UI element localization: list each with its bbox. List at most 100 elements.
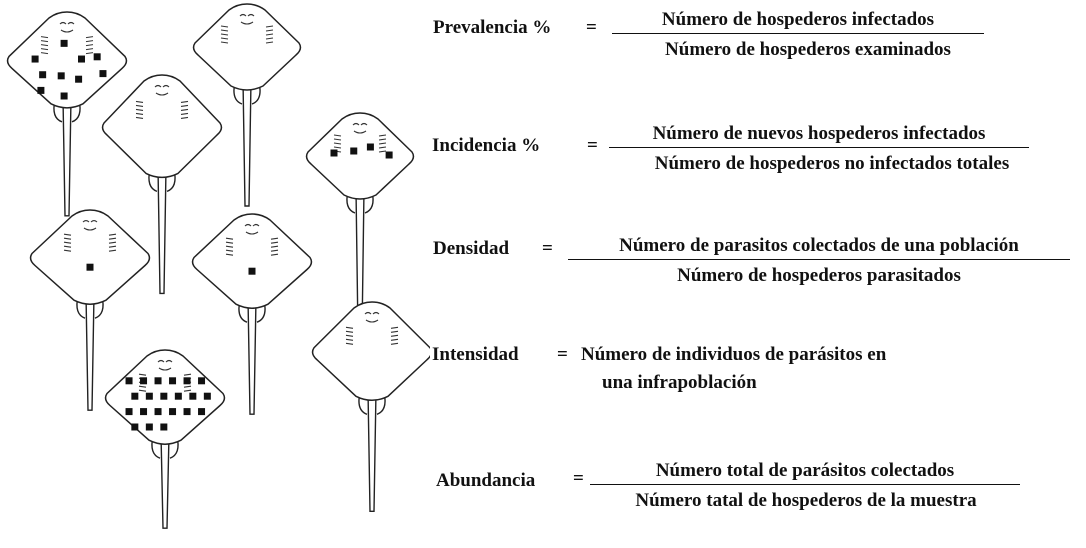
ray-gill-slit <box>390 342 399 345</box>
ray-gill-slit <box>85 44 94 47</box>
ray-tail <box>62 97 72 217</box>
ray-gill-slit <box>135 100 144 103</box>
ray-gill-slit <box>378 150 387 153</box>
ray-disc <box>6 11 128 109</box>
parasite-mark <box>37 86 45 94</box>
ray-gill-slit <box>378 146 387 149</box>
parasite-mark <box>125 377 133 385</box>
ray-disc <box>192 3 302 91</box>
parasite-mark <box>154 377 162 385</box>
ray-gill-slit <box>40 48 49 51</box>
ray-gill-slit <box>345 338 354 341</box>
ray-gill-slit <box>345 342 354 345</box>
ray-gill-slit <box>225 237 234 240</box>
ray-gill-slit <box>138 385 147 388</box>
parasite-mark <box>140 408 148 416</box>
prevalence-label: Prevalencia % <box>433 17 552 38</box>
parasite-mark <box>31 55 39 63</box>
ray-gill-slit <box>63 241 72 244</box>
prevalence-numerator: Número de hospederos infectados <box>612 9 984 34</box>
ray-gill-slit <box>63 249 72 252</box>
ray-gill-slit <box>333 142 342 145</box>
parasite-mark <box>160 392 168 400</box>
ray-gill-slit <box>180 116 189 119</box>
ray-gill-slit <box>333 138 342 141</box>
ray-gill-slit <box>135 112 144 115</box>
ray-gill-slit <box>225 245 234 248</box>
ray-gill-slit <box>265 25 274 28</box>
density-label: Densidad <box>433 238 510 259</box>
ray-gill-slit <box>390 338 399 341</box>
ray-5 <box>29 209 151 411</box>
ray-gill-slit <box>40 40 49 43</box>
ray-gill-slit <box>220 37 229 40</box>
ray-eyes <box>364 311 380 323</box>
ray-gill-slit <box>265 29 274 32</box>
ray-gill-slit <box>40 36 49 39</box>
ray-gill-slit <box>108 245 117 248</box>
ray-gill-slit <box>220 41 229 44</box>
parasite-mark <box>145 423 153 431</box>
parasite-mark <box>60 39 68 47</box>
ray-disc <box>101 74 223 179</box>
ray-tail <box>85 293 95 411</box>
ray-eyes <box>352 122 368 134</box>
ray-gill-slit <box>220 25 229 28</box>
intensity-text-line1: Número de individuos de parásitos en <box>581 344 887 365</box>
intensity-label: Intensidad <box>432 344 519 365</box>
ray-gill-slit <box>345 334 354 337</box>
ray-gill-slit <box>180 108 189 111</box>
parasite-mark <box>140 377 148 385</box>
incidence-equals: = <box>587 135 598 156</box>
ray-gill-slit <box>390 330 399 333</box>
abundance-numerator: Número total de parásitos colectados <box>590 460 1020 485</box>
ray-gill-slit <box>265 41 274 44</box>
ray-gill-slit <box>390 334 399 337</box>
ray-gill-slit <box>108 249 117 252</box>
ray-tail <box>160 433 170 529</box>
abundance-label: Abundancia <box>436 470 536 491</box>
abundance-equals: = <box>573 468 584 489</box>
ray-gill-slit <box>85 36 94 39</box>
ray-4 <box>305 112 415 336</box>
ray-gill-slit <box>333 146 342 149</box>
ray-gill-slit <box>180 112 189 115</box>
ray-gill-slit <box>333 134 342 137</box>
parasite-mark <box>78 55 85 63</box>
ray-gill-slit <box>135 116 144 119</box>
parasite-mark <box>169 377 177 385</box>
ray-3 <box>101 74 223 295</box>
incidence-denominator: Número de hospederos no infectados total… <box>654 153 1010 174</box>
ray-gill-slit <box>345 326 354 329</box>
ray-gill-slit <box>108 241 117 244</box>
parasite-mark <box>93 53 101 61</box>
parasite-mark <box>160 423 168 431</box>
ray-tail <box>157 166 167 295</box>
ray-gill-slit <box>265 37 274 40</box>
ray-gill-slit <box>63 233 72 236</box>
parasite-mark <box>60 92 68 100</box>
ray-gill-slit <box>265 33 274 36</box>
ray-2 <box>192 3 302 207</box>
ray-gill-slit <box>183 389 192 392</box>
ray-gill-slit <box>63 245 72 248</box>
ray-6 <box>191 213 313 415</box>
ray-disc <box>305 112 415 200</box>
ray-eyes <box>239 13 255 25</box>
parasite-mark <box>125 408 133 416</box>
ray-gill-slit <box>378 142 387 145</box>
intensity-text-line2: una infrapoblación <box>602 372 757 393</box>
prevalence-denominator: Número de hospederos examinados <box>665 39 951 60</box>
parasite-mark <box>183 377 191 385</box>
ray-gill-slit <box>108 237 117 240</box>
prevalence-equals: = <box>586 17 597 38</box>
ray-gill-slit <box>40 44 49 47</box>
parasite-mark <box>154 408 162 416</box>
density-numerator: Número de parasitos colectados de una po… <box>568 235 1070 260</box>
ray-tail <box>247 297 257 415</box>
ray-eyes <box>157 359 173 371</box>
incidence-numerator: Número de nuevos hospederos infectados <box>609 123 1029 148</box>
parasite-mark <box>57 72 65 80</box>
ray-gill-slit <box>183 373 192 376</box>
abundance-denominator: Número tatal de hospederos de la muestra <box>635 490 977 511</box>
